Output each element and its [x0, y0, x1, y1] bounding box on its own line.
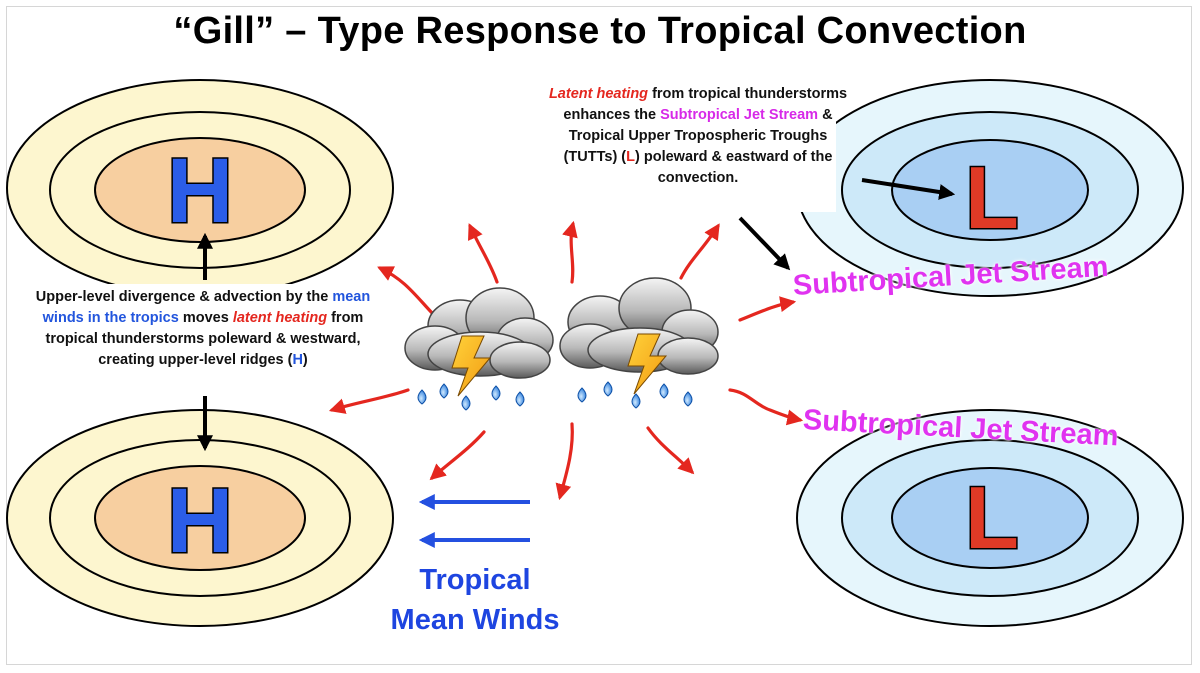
caption-text: from tropical thunderstorms poleward & w… — [45, 310, 364, 368]
divergence-caption: Upper-level divergence & advection by th… — [28, 287, 378, 371]
mean-winds-highlight: mean winds in the tropics — [42, 289, 371, 326]
caption-text: moves — [178, 310, 233, 326]
mean-winds-line2: Mean Winds — [390, 604, 560, 636]
latent-heating-highlight: Latent heating — [548, 86, 649, 102]
left-caption-backing — [36, 284, 370, 394]
high-letter: H — [167, 140, 233, 242]
caption-text: ) — [302, 352, 308, 368]
low-letter: L — [965, 468, 1019, 567]
mean-winds-line1: Tropical — [419, 564, 531, 596]
caption-text: Upper-level divergence & advection by th… — [35, 289, 333, 305]
slide-title: “Gill” – Type Response to Tropical Conve… — [173, 10, 1027, 52]
high-pressure-system-lower: H — [6, 409, 394, 627]
low-pressure-system-upper: L — [796, 79, 1184, 297]
low-symbol-highlight: L — [626, 149, 635, 165]
thunderstorm-cloud-icon — [559, 277, 719, 409]
mean-wind-arrows — [418, 494, 530, 548]
high-symbol-highlight: H — [292, 352, 303, 368]
caption-text: & Tropical Upper Tropospheric Troughs (T… — [563, 107, 833, 165]
caption-text: ) poleward & eastward of the convection. — [635, 149, 833, 186]
jet-stream-highlight: Subtropical Jet Stream — [660, 107, 819, 123]
arrow-to-upper-low — [861, 178, 956, 200]
slide-frame — [6, 6, 1192, 665]
arrow-to-jet-stream — [738, 216, 791, 271]
high-pressure-system-upper: H — [6, 79, 394, 297]
latent-heating-highlight: latent heating — [232, 310, 328, 326]
latent-heating-caption: Latent heating from tropical thunderstor… — [548, 84, 848, 189]
caption-text: from tropical thunderstorms enhances the — [563, 86, 848, 123]
latent-heating-arrows — [328, 220, 804, 501]
tropical-mean-winds-label: Tropical Mean Winds — [350, 560, 600, 640]
low-pressure-system-lower: L — [796, 409, 1184, 627]
low-letter: L — [965, 148, 1019, 247]
right-caption-backing — [560, 82, 836, 212]
high-letter: H — [167, 470, 233, 572]
thunderstorm-cloud-icon — [404, 287, 554, 411]
black-arrows — [197, 178, 956, 452]
